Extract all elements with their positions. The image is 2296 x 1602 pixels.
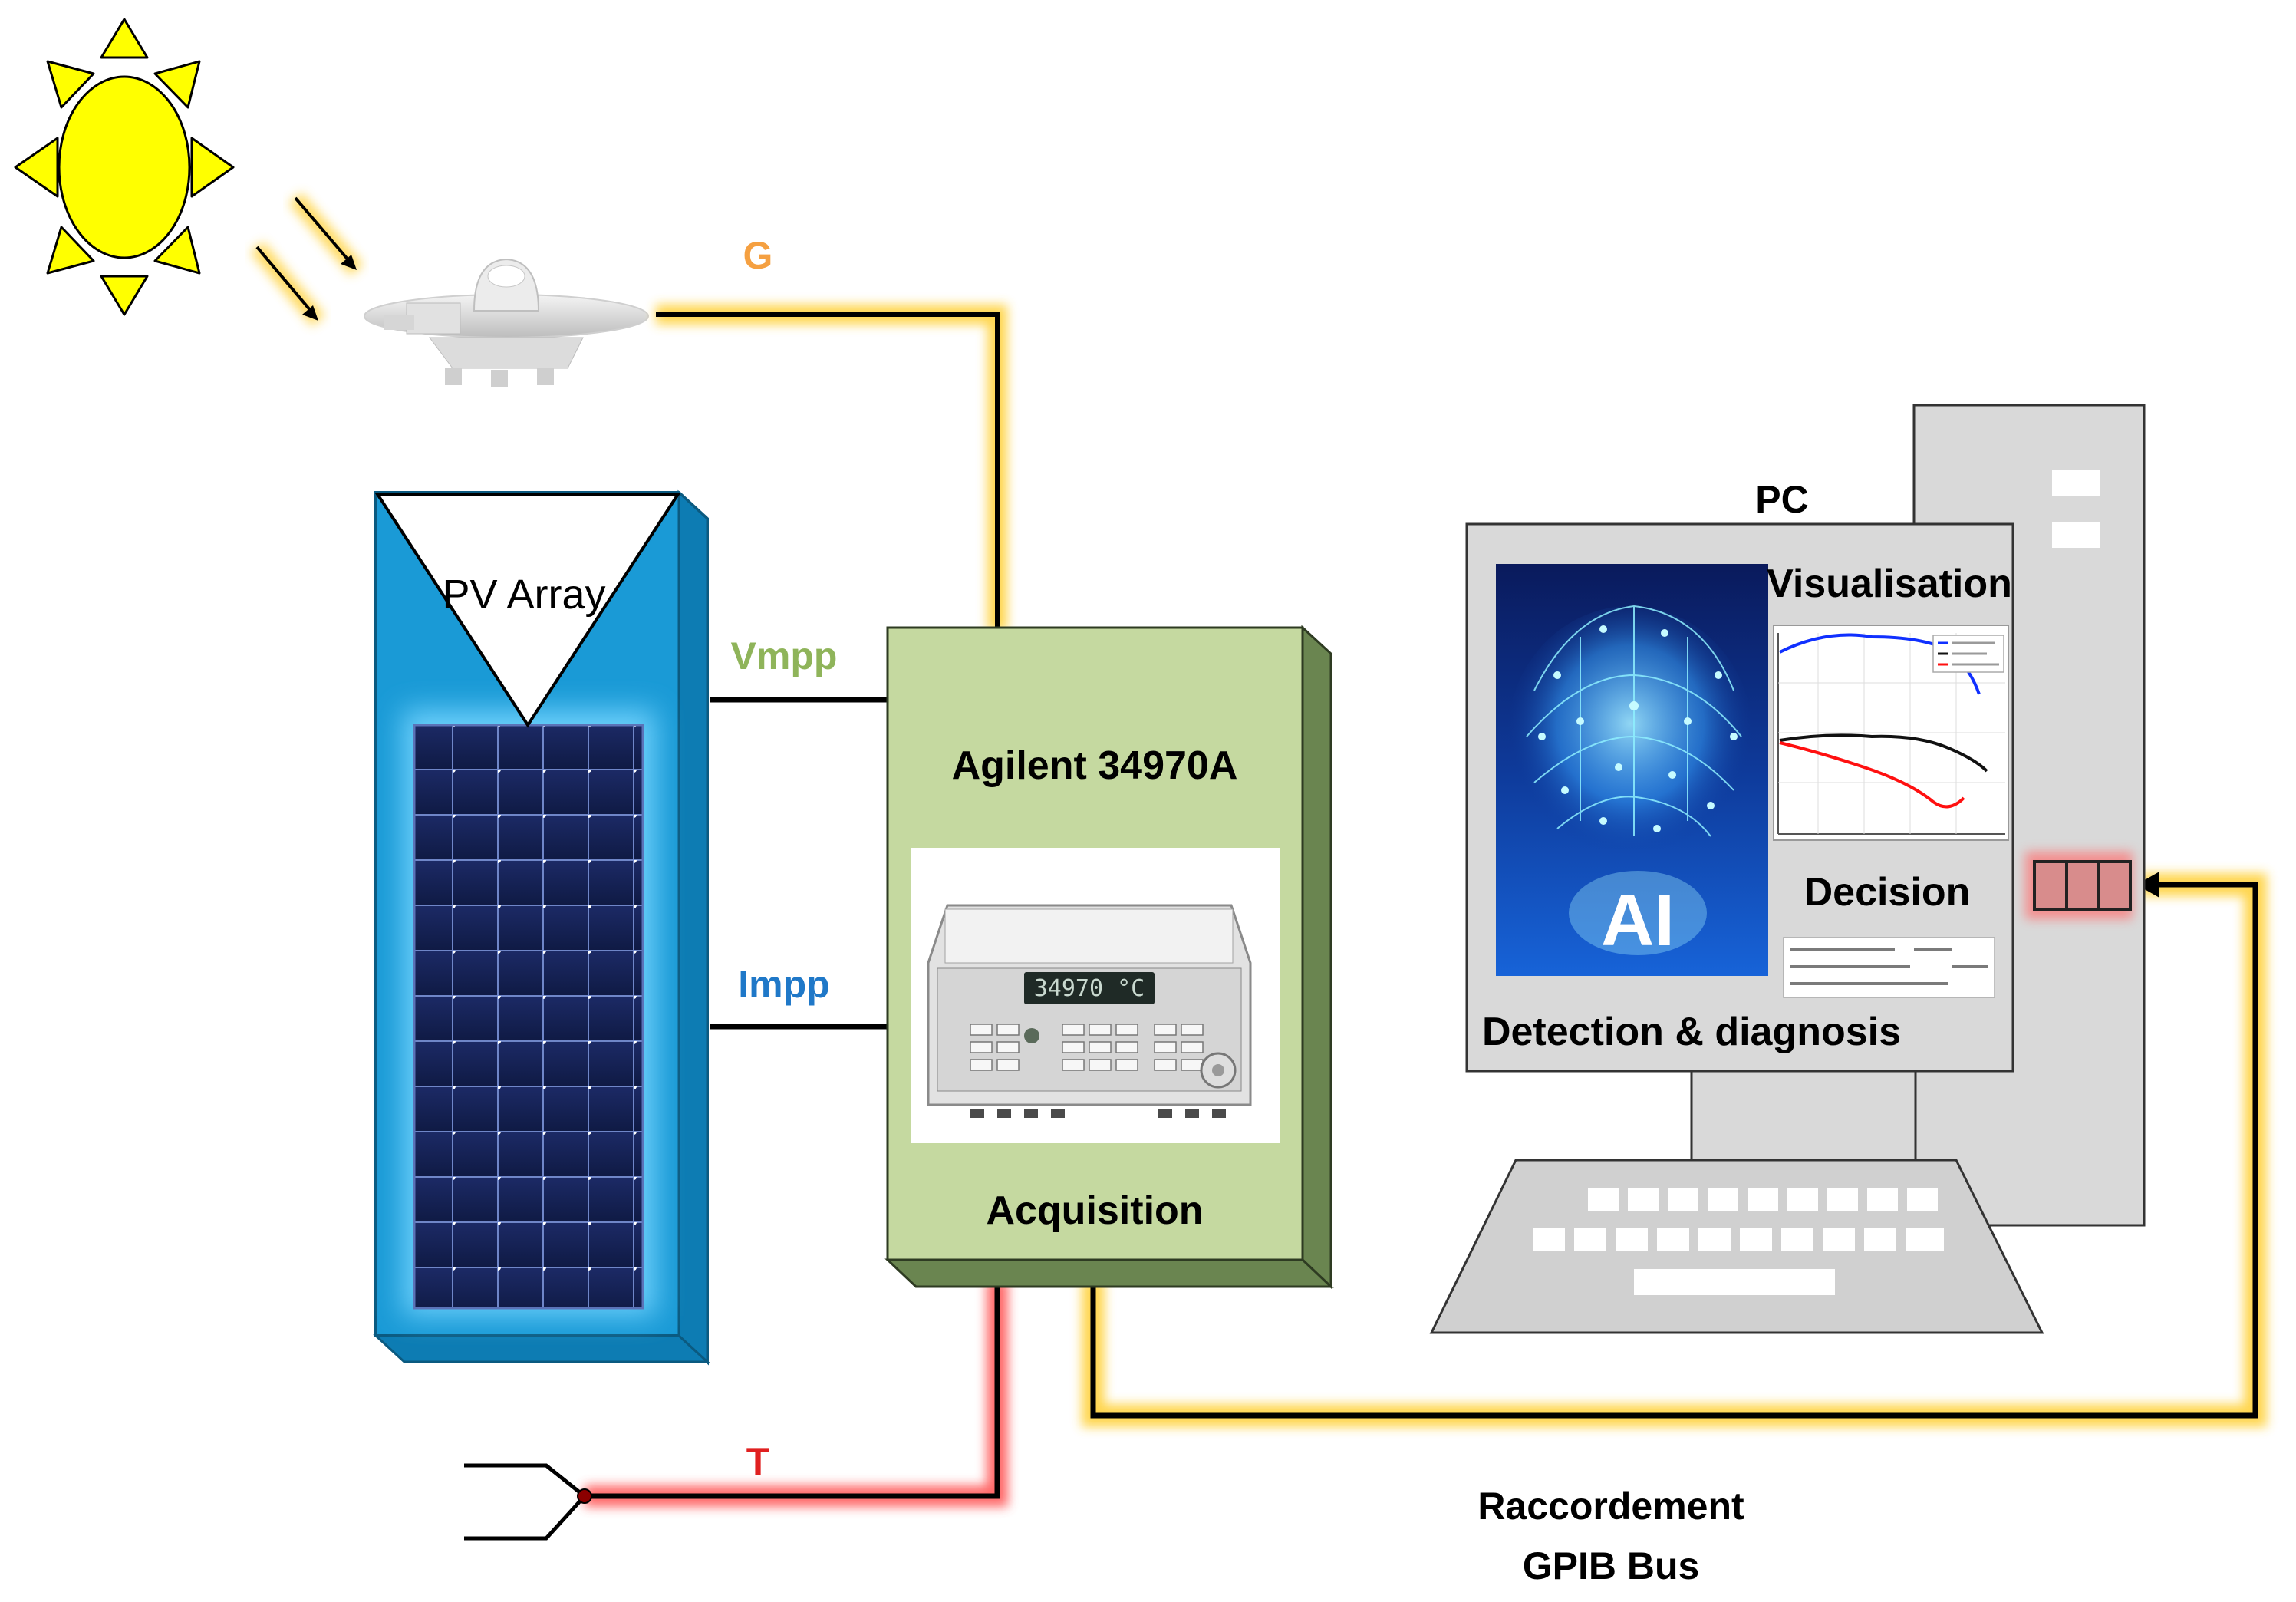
pyranometer-icon (364, 258, 649, 387)
thermocouple-icon (464, 1463, 592, 1541)
gpib-port (2025, 852, 2133, 919)
gpib-label: GPIB Bus (1523, 1544, 1700, 1587)
decision-label: Decision (1804, 870, 1971, 915)
pv-array-label: PV Array (442, 572, 605, 618)
pv-array (373, 490, 710, 1366)
brain-ai-icon (1496, 564, 1768, 976)
sun-icon (14, 18, 235, 316)
visualisation-plot (1773, 625, 2009, 841)
agilent-instrument-icon: 34970 °C (927, 904, 1252, 1118)
detection-label: Detection & diagnosis (1482, 1010, 1901, 1054)
gpib-wire (1082, 872, 2267, 1427)
agilent-title: Agilent 34970A (952, 743, 1238, 788)
ai-label: AI (1601, 879, 1675, 961)
decision-box (1783, 937, 1995, 998)
meter-display: 34970 °C (1034, 975, 1145, 1002)
raccordement-label: Raccordement (1477, 1485, 1744, 1528)
visualisation-label: Visualisation (1767, 562, 2012, 606)
g-wire (656, 305, 1007, 631)
sun-rays (250, 192, 364, 327)
t-wire (585, 1280, 1008, 1507)
vmpp-label: Vmpp (731, 635, 838, 677)
pc-label: PC (1755, 478, 1808, 521)
t-label: T (746, 1440, 770, 1483)
g-label: G (743, 234, 773, 277)
impp-label: Impp (738, 963, 829, 1006)
acquisition-label: Acquisition (986, 1188, 1203, 1233)
keyboard-icon (1378, 1159, 2044, 1334)
